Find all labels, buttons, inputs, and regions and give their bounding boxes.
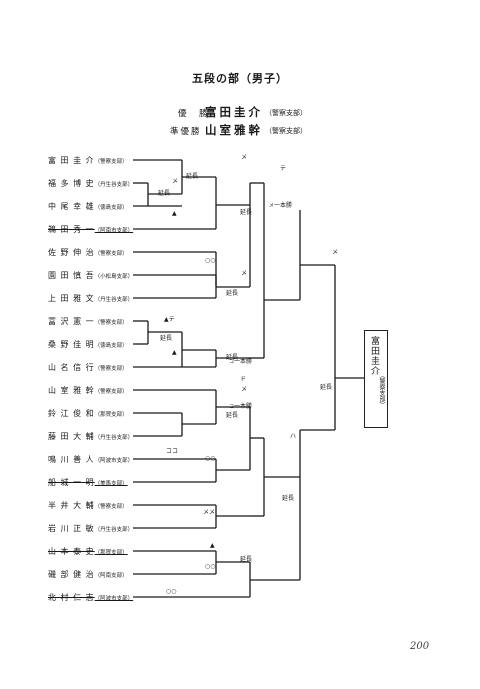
score-mark: ココ <box>166 448 179 455</box>
player-entry: 桑 野 佳 明（徳島支部） <box>48 340 128 349</box>
extension-label: 延長 <box>282 495 295 502</box>
triangle-mark: ▲ <box>210 542 215 549</box>
player-entry-withdrawn: 北 村 仁 志（阿波市支部） <box>48 593 134 602</box>
player-entry: 半 井 大 輔（警察支部） <box>48 501 128 510</box>
champion-box <box>364 330 388 428</box>
player-entry: 藤 田 大 輔（丹生谷支部） <box>48 432 134 441</box>
player-entry: 福 多 博 史（丹生谷支部） <box>48 179 134 188</box>
player-entry: 佐 野 伸 治（警察支部） <box>48 248 128 257</box>
extension-label: 延長 <box>158 190 171 197</box>
player-entry: 山 室 雅 幹（警察支部） <box>48 386 128 395</box>
extension-label: 延長 <box>226 290 239 297</box>
winner-label: 優 勝 <box>178 109 210 119</box>
ippon-win-label: コ一本勝 <box>229 403 253 410</box>
extension-label: 延長 <box>160 335 173 342</box>
extension-label: 延長 <box>186 173 199 180</box>
double-circle-mark: ○○ <box>205 257 216 264</box>
score-mark: メ <box>241 386 248 393</box>
score-mark: ド <box>240 376 247 383</box>
score-mark: メ <box>332 249 339 256</box>
winner-club: （警察支部） <box>265 109 307 117</box>
triangle-mark: ▲ <box>172 210 177 217</box>
extension-label: 延長 <box>226 412 239 419</box>
double-circle-mark: ○○ <box>205 455 216 462</box>
player-entry: 鈴 江 俊 和（那賀支部） <box>48 409 128 418</box>
runner-up-club: （警察支部） <box>265 127 307 135</box>
player-entry: 山 名 信 行（警察支部） <box>48 363 128 372</box>
player-entry-withdrawn: 鵜 田 秀 一（阿南市支部） <box>48 225 134 234</box>
extension-label: 延長 <box>240 556 253 563</box>
extension-label: 延長 <box>226 354 239 361</box>
double-circle-mark: ○○ <box>205 563 216 570</box>
winner-name: 富田圭介 <box>205 105 263 119</box>
extension-label: 延長 <box>240 209 253 216</box>
player-entry: 磯 部 健 治（阿南支部） <box>48 570 128 579</box>
triangle-mark: ▲テ <box>164 316 175 323</box>
score-mark: メメ <box>203 509 216 516</box>
runner-up-label: 準優勝 <box>170 127 202 137</box>
player-entry: 冨 沢 憲 一（警察支部） <box>48 317 128 326</box>
player-entry: 富 田 圭 介（警察支部） <box>48 156 128 165</box>
extension-label: 延長 <box>320 384 333 391</box>
score-mark: テ <box>280 165 287 172</box>
player-entry-withdrawn: 山 本 泰 史（那賀支部） <box>48 547 128 556</box>
runner-up-name: 山室雅幹 <box>205 123 263 137</box>
player-entry-withdrawn: 船 城 一 明（美馬支部） <box>48 478 128 487</box>
score-mark: メ <box>241 270 248 277</box>
ippon-win-label: メ一本勝 <box>269 202 293 209</box>
player-entry: 上 田 雅 文（丹生谷支部） <box>48 294 134 303</box>
page-number: 200 <box>410 641 430 652</box>
player-entry: 中 尾 幸 雄（徳島支部） <box>48 202 128 211</box>
score-mark: メ <box>241 154 248 161</box>
player-entry: 鳴 川 善 人（阿波市支部） <box>48 455 134 464</box>
double-circle-mark: ○○ <box>166 588 177 595</box>
score-mark: ハ <box>290 433 297 440</box>
page-title: 五段の部（男子） <box>192 72 288 85</box>
player-entry: 岩 川 正 敏（丹生谷支部） <box>48 524 134 533</box>
player-entry: 園 田 慎 吾（小松島支部） <box>48 271 134 280</box>
score-mark: メ <box>172 178 179 185</box>
champion-club: （警察支部） <box>378 372 385 408</box>
champion-name: 富田圭介 <box>369 336 379 376</box>
ippon-win-label: コ一本勝 <box>229 358 253 365</box>
triangle-mark: ▲ <box>172 349 177 356</box>
